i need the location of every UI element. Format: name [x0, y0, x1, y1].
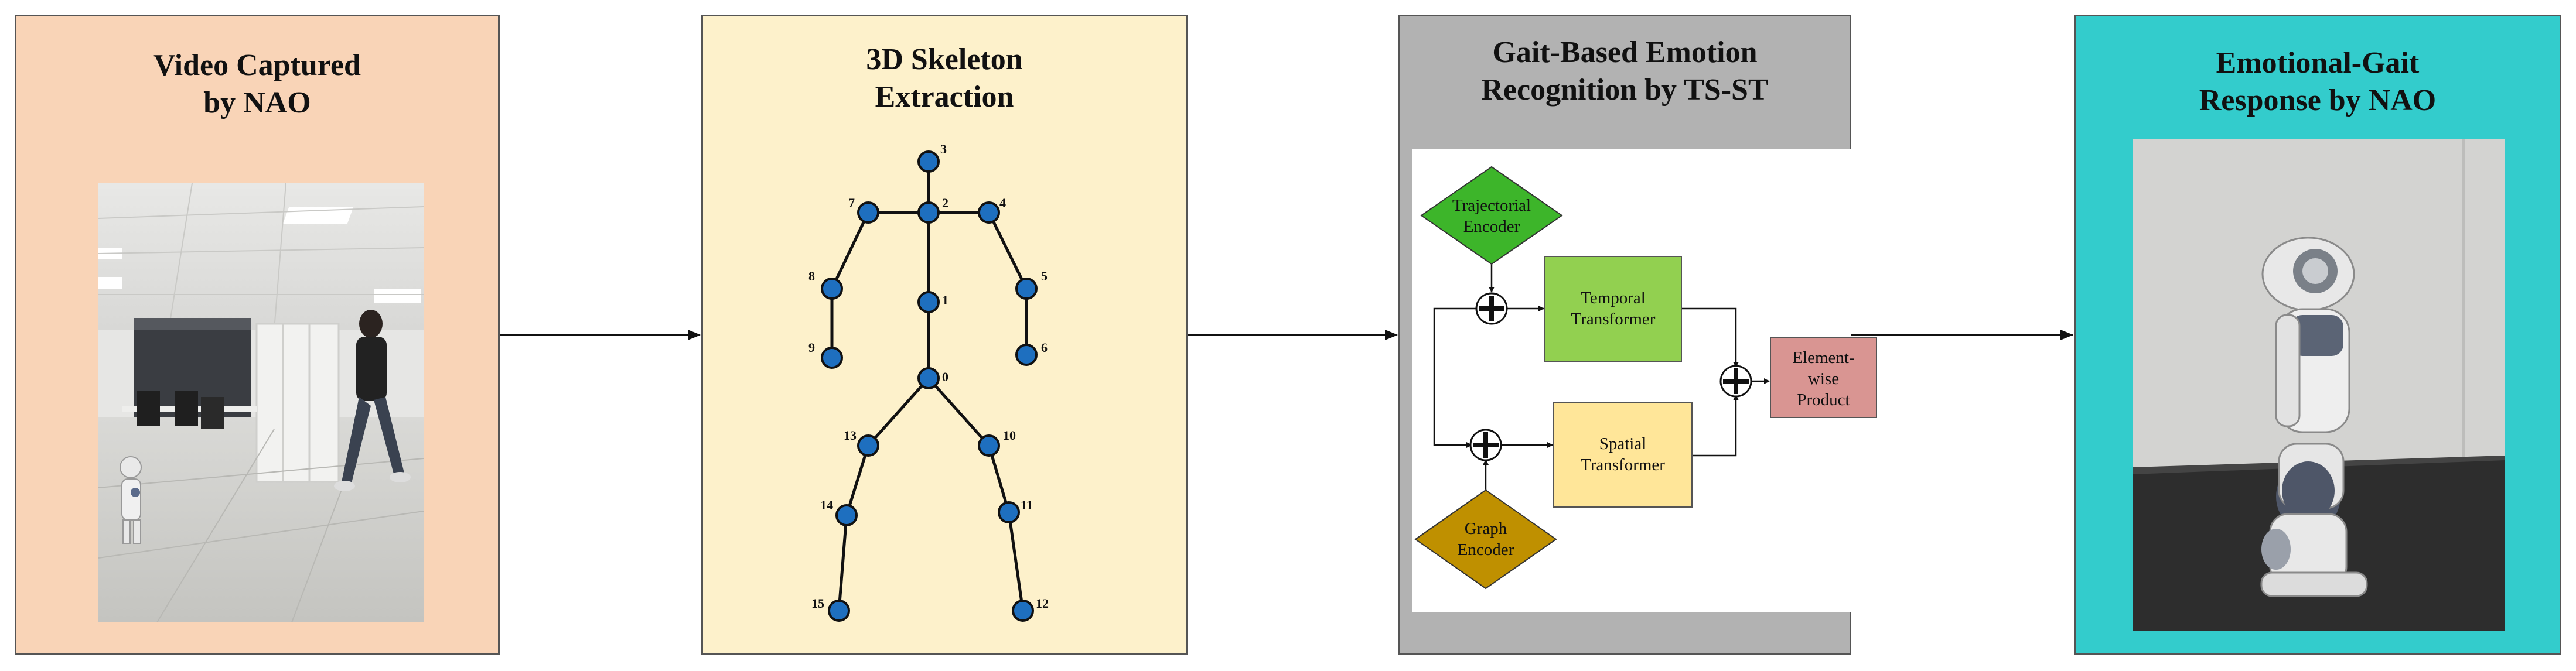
- skeleton-diagram: 0 1 2 3 4 5 6 7 8 9 10 11 12 13 14 15: [808, 142, 1049, 622]
- joint-label-8: 8: [808, 269, 815, 283]
- graph-encoder-label: Graph Encoder: [1415, 518, 1556, 560]
- trajectorial-encoder-label: Trajectorial Encoder: [1421, 195, 1562, 237]
- label-line: Transformer: [1571, 310, 1656, 328]
- add-junction-3: [1719, 365, 1752, 398]
- panel-title: 3D Skeleton Extraction: [703, 41, 1186, 116]
- graph-encoder-diamond: [1414, 489, 1557, 590]
- trajectorial-encoder-diamond: [1420, 166, 1563, 265]
- title-line-1: Gait-Based Emotion: [1492, 36, 1758, 69]
- joint-label-1: 1: [942, 293, 948, 307]
- joint-5: [1015, 278, 1038, 300]
- title-line-1: 3D Skeleton: [866, 43, 1023, 76]
- network-connections: [1414, 166, 1877, 590]
- panel-skeleton-extraction: 3D Skeleton Extraction: [701, 15, 1188, 655]
- network-diagram: Trajectorial Encoder Temporal Transforme…: [1412, 149, 1882, 612]
- joint-label-12: 12: [1036, 596, 1049, 611]
- panel-title: Emotional-Gait Response by NAO: [2076, 44, 2560, 119]
- joint-6: [1015, 344, 1038, 366]
- joint-11: [998, 501, 1020, 523]
- label-line: Spatial: [1599, 434, 1647, 453]
- add-junction-1: [1475, 292, 1508, 325]
- joint-label-0: 0: [942, 369, 948, 384]
- title-line-2: Recognition by TS-ST: [1481, 73, 1769, 107]
- joint-15: [828, 600, 850, 622]
- joint-1: [917, 291, 940, 313]
- label-line: Temporal: [1581, 289, 1646, 307]
- label-line: Trajectorial: [1452, 196, 1531, 215]
- joint-label-9: 9: [808, 340, 815, 355]
- joint-7: [857, 201, 879, 224]
- video-frame-photo: [98, 183, 424, 622]
- joint-10: [978, 434, 1000, 457]
- joint-0: [917, 367, 940, 389]
- joint-label-15: 15: [811, 596, 824, 611]
- label-line: Element-: [1792, 348, 1855, 367]
- joint-label-11: 11: [1021, 498, 1033, 512]
- nao-robot-photo: [2133, 139, 2505, 631]
- panel-title: Gait-Based Emotion Recognition by TS-ST: [1400, 34, 1850, 109]
- joint-label-4: 4: [999, 196, 1006, 210]
- joint-4: [978, 201, 1000, 224]
- joint-14: [835, 504, 858, 526]
- temporal-transformer-label: Temporal Transformer: [1545, 287, 1681, 330]
- joint-label-10: 10: [1003, 428, 1016, 443]
- joint-label-7: 7: [848, 196, 855, 210]
- spatial-transformer-label: Spatial Transformer: [1554, 433, 1692, 475]
- elementwise-product-label: Element- wise Product: [1770, 347, 1876, 410]
- add-junction-2: [1469, 429, 1502, 461]
- panel-title: Video Captured by NAO: [16, 47, 498, 122]
- spatial-transformer-box: [1553, 402, 1693, 508]
- office-scene-image: [98, 183, 424, 622]
- joint-label-3: 3: [940, 142, 947, 156]
- joint-label-14: 14: [820, 498, 833, 512]
- elementwise-product-box: [1770, 337, 1877, 418]
- label-line: Graph: [1464, 519, 1507, 538]
- joint-13: [857, 434, 879, 457]
- title-line-2: Response by NAO: [2199, 84, 2437, 117]
- joint-12: [1012, 600, 1034, 622]
- panel-emotion-recognition: Gait-Based Emotion Recognition by TS-ST: [1398, 15, 1882, 655]
- joint-label-5: 5: [1041, 269, 1048, 283]
- joint-9: [821, 347, 843, 369]
- title-line-2: by NAO: [203, 86, 311, 119]
- label-line: wise: [1807, 369, 1840, 388]
- joint-labels: 0 1 2 3 4 5 6 7 8 9 10 11 12 13 14 15: [808, 142, 1049, 611]
- panel-video-captured: Video Captured by NAO: [15, 15, 500, 655]
- panel-emotional-gait-response: Emotional-Gait Response by NAO: [2074, 15, 2561, 655]
- label-line: Product: [1797, 391, 1850, 409]
- title-line-1: Emotional-Gait: [2216, 46, 2420, 80]
- nao-robot-figure: [2260, 237, 2368, 597]
- label-line: Encoder: [1457, 540, 1514, 559]
- label-line: Transformer: [1581, 456, 1665, 474]
- label-line: Encoder: [1463, 217, 1520, 236]
- temporal-transformer-box: [1544, 256, 1682, 362]
- skeleton-joints: [821, 150, 1038, 622]
- title-line-2: Extraction: [875, 80, 1014, 114]
- joint-2: [917, 201, 940, 224]
- joint-3: [917, 150, 940, 173]
- joint-8: [821, 278, 843, 300]
- nao-robot-image: [2133, 139, 2505, 631]
- title-line-1: Video Captured: [153, 49, 361, 82]
- joint-label-13: 13: [844, 428, 857, 443]
- joint-label-6: 6: [1041, 340, 1048, 355]
- joint-label-2: 2: [942, 196, 948, 210]
